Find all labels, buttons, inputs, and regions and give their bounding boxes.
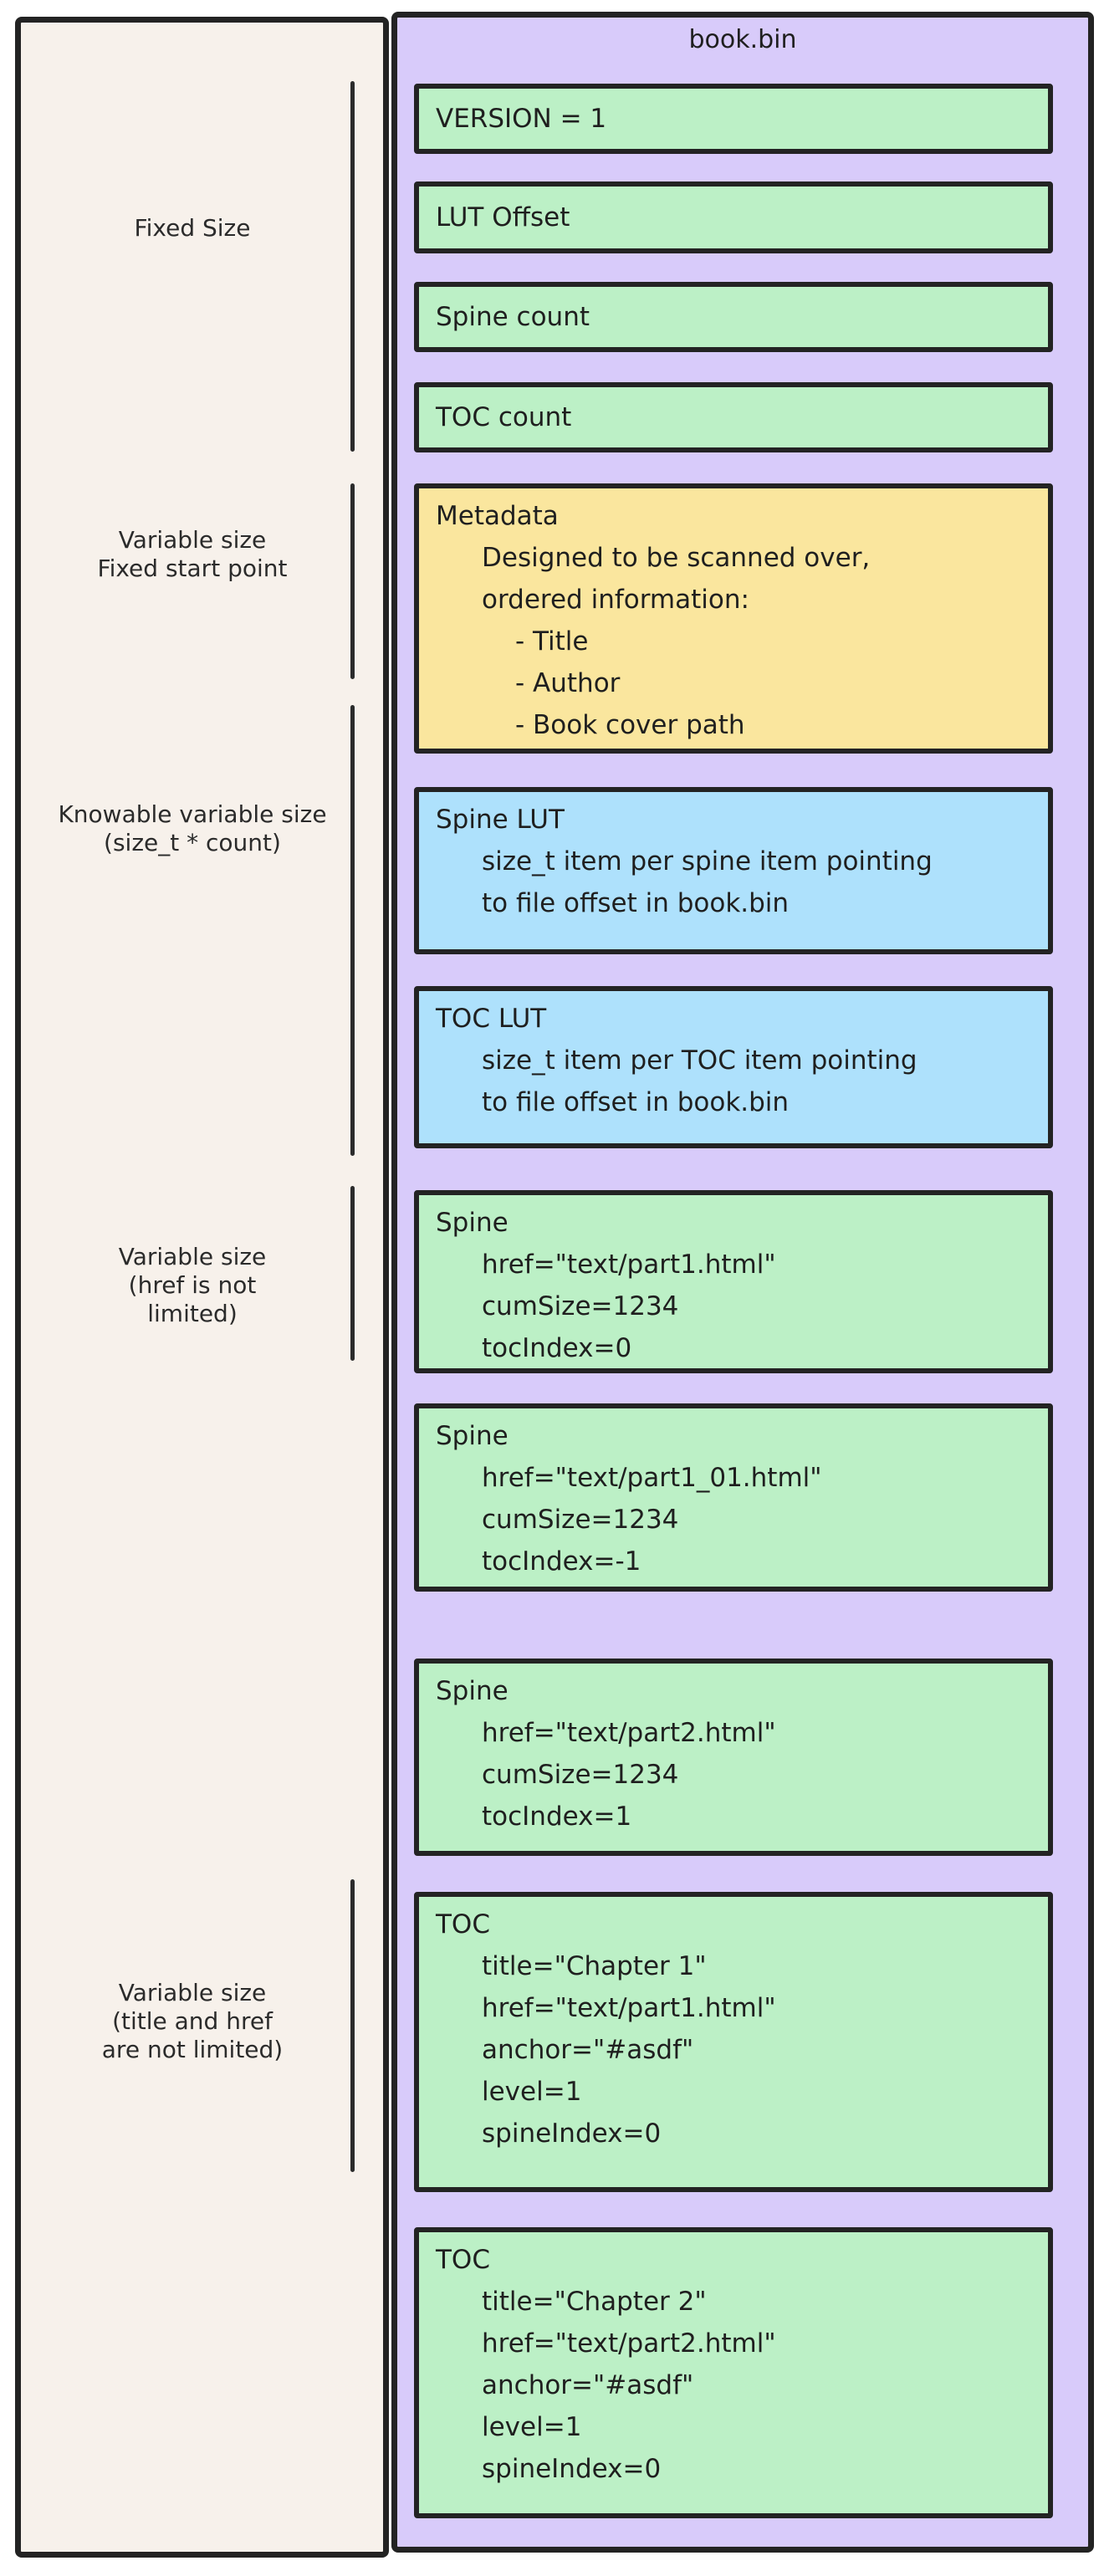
label-knowable-variable-size: Knowable variable size (size_t * count) [33,800,351,857]
field-line: anchor="#asdf" [482,2370,694,2400]
field-line: TOC LUT [436,1004,547,1034]
label-line: Variable size [118,526,267,554]
field-line: href="text/part2.html" [482,1718,776,1748]
field-line: - Title [515,626,589,657]
field-box-spine-item-1: Spine href="text/part1.html" cumSize=123… [414,1190,1053,1373]
field-line: Spine [436,1421,509,1451]
field-box-version: VERSION = 1 [414,84,1053,154]
field-line: cumSize=1234 [482,1505,679,1535]
field-line: cumSize=1234 [482,1291,679,1321]
bracket-variable-size-href [350,1186,355,1361]
field-line: href="text/part1_01.html" [482,1463,822,1493]
label-line: limited) [147,1300,238,1327]
label-line: Fixed Size [134,214,251,242]
label-fixed-size: Fixed Size [33,214,351,243]
field-box-toc-item-2: TOC title="Chapter 2" href="text/part2.h… [414,2227,1053,2518]
field-line: TOC [436,2245,490,2275]
label-line: are not limited) [101,2036,284,2063]
label-variable-size-fixed-start: Variable size Fixed start point [33,526,351,583]
field-line: spineIndex=0 [482,2454,662,2484]
field-line: Metadata [436,501,559,531]
field-line: tocIndex=-1 [482,1546,641,1577]
label-line: (title and href [112,2007,273,2035]
field-line: title="Chapter 2" [482,2287,707,2317]
field-box-spine-item-2: Spine href="text/part1_01.html" cumSize=… [414,1403,1053,1592]
field-line: to file offset in book.bin [482,1087,790,1117]
bracket-variable-size-title-href [350,1879,355,2172]
bracket-knowable-variable-size [350,705,355,1156]
file-title: book.bin [688,25,797,54]
field-box-lut-offset: LUT Offset [414,181,1053,253]
field-box-metadata: Metadata Designed to be scanned over, or… [414,483,1053,754]
field-line: VERSION = 1 [436,104,607,134]
label-line: Variable size [118,1979,267,2006]
field-line: href="text/part1.html" [482,1250,776,1280]
field-line: to file offset in book.bin [482,888,790,918]
field-line: Spine LUT [436,805,565,835]
field-line: tocIndex=0 [482,1333,632,1363]
field-box-spine-count: Spine count [414,282,1053,352]
field-line: TOC count [436,402,572,432]
field-line: tocIndex=1 [482,1802,632,1832]
field-line: href="text/part2.html" [482,2328,776,2359]
field-line: Spine [436,1676,509,1706]
field-box-toc-item-1: TOC title="Chapter 1" href="text/part1.h… [414,1892,1053,2192]
field-line: anchor="#asdf" [482,2035,694,2065]
field-line: Spine count [436,302,590,332]
field-line: cumSize=1234 [482,1760,679,1790]
field-line: LUT Offset [436,202,570,233]
field-line: level=1 [482,2077,582,2107]
label-variable-size-href: Variable size (href is not limited) [33,1243,351,1328]
field-line: href="text/part1.html" [482,1993,776,2023]
label-line: (href is not [128,1271,257,1299]
field-line: TOC [436,1909,490,1940]
label-variable-size-title-href: Variable size (title and href are not li… [33,1979,351,2064]
bracket-variable-size-fixed-start [350,483,355,679]
field-line: Designed to be scanned over, [482,543,871,573]
field-box-toc-lut: TOC LUT size_t item per TOC item pointin… [414,986,1053,1148]
field-line: Spine [436,1208,509,1238]
field-line: ordered information: [482,585,749,615]
field-line: spineIndex=0 [482,2119,662,2149]
field-line: - Author [515,668,621,698]
field-line: title="Chapter 1" [482,1951,707,1981]
field-line: - Book cover path [515,710,745,740]
field-line: size_t item per spine item pointing [482,846,933,877]
label-line: Variable size [118,1243,267,1270]
field-box-spine-item-3: Spine href="text/part2.html" cumSize=123… [414,1659,1053,1856]
field-line: level=1 [482,2412,582,2442]
field-line: size_t item per TOC item pointing [482,1045,917,1076]
label-line: Fixed start point [97,555,288,582]
label-line: Knowable variable size [58,800,327,828]
bracket-fixed-size [350,81,355,452]
field-box-toc-count: TOC count [414,382,1053,452]
label-line: (size_t * count) [104,829,281,856]
size-annotation-panel [15,17,389,2558]
field-box-spine-lut: Spine LUT size_t item per spine item poi… [414,787,1053,954]
